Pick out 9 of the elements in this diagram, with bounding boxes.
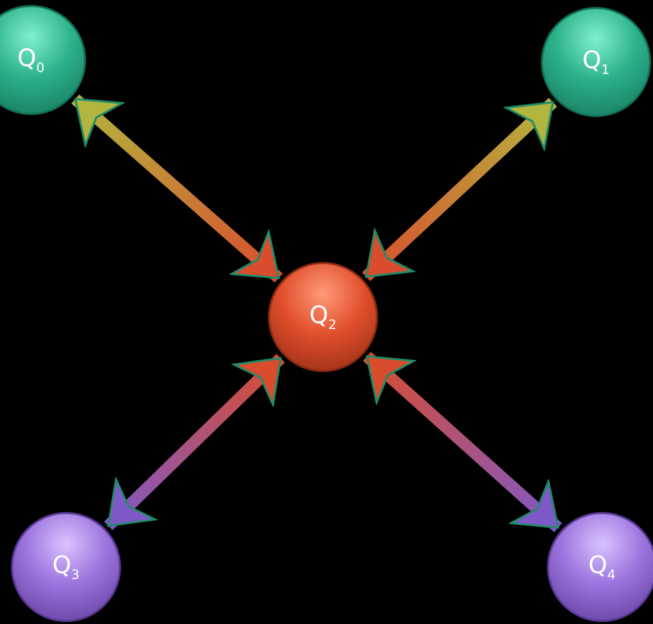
node-label: Q$_{3}$: [52, 551, 80, 583]
double-arrow: [362, 352, 562, 532]
node-label: Q$_{4}$: [588, 551, 616, 583]
double-arrow: [362, 98, 557, 282]
double-arrow: [71, 94, 283, 283]
double-arrow: [104, 354, 285, 530]
node-label: Q$_{2}$: [309, 301, 337, 333]
node-label: Q$_{0}$: [17, 44, 45, 76]
node-label: Q$_{1}$: [582, 46, 610, 78]
